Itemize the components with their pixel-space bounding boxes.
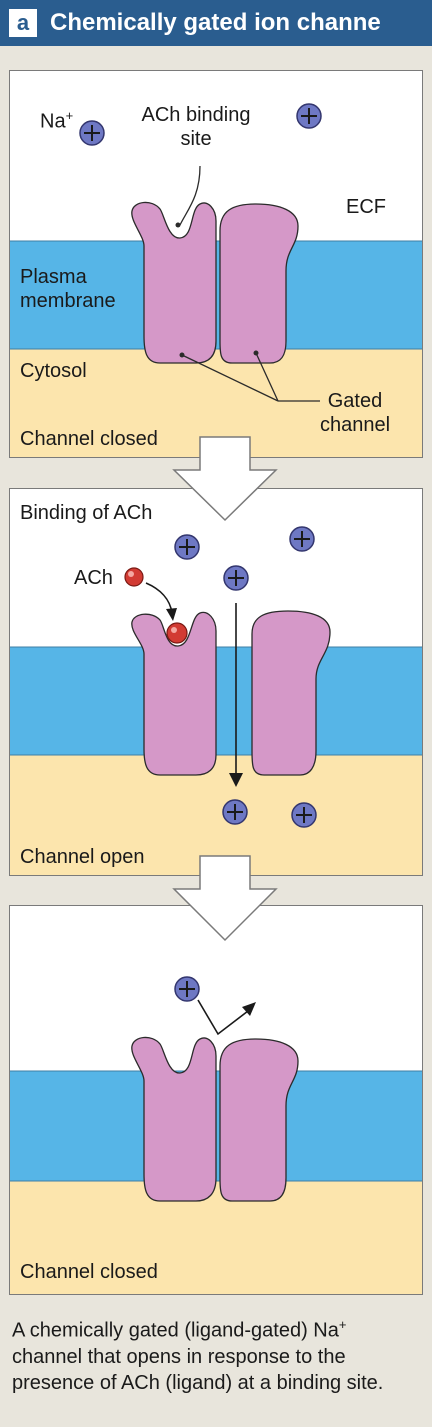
sodium-ion-1 [174, 976, 200, 1002]
sodium-ion-2 [296, 103, 322, 129]
panel-badge: a [9, 9, 37, 37]
channel-left-subunit [131, 611, 217, 776]
binding-of-ach-label: Binding of ACh [20, 502, 153, 524]
sodium-ion-5 [291, 802, 317, 828]
cytosol-label: Cytosol [20, 360, 87, 382]
sodium-ion-2 [289, 526, 315, 552]
header-bar: a Chemically gated ion channe [0, 0, 432, 46]
figure-caption: A chemically gated (ligand-gated) Na+ ch… [12, 1317, 384, 1394]
ach-molecule-free [124, 567, 144, 587]
state-label-closed-again: Channel closed [20, 1261, 158, 1283]
panel-3-diagram [10, 976, 422, 1294]
ecf-label: ECF [346, 196, 386, 218]
channel-right-subunit [219, 1038, 299, 1202]
na-label: Na+ [40, 108, 74, 133]
channel-left-subunit [131, 1036, 217, 1202]
panel-channel-reclosed: Channel closed [9, 905, 423, 1295]
channel-right-subunit [219, 203, 299, 364]
sodium-ion-1 [79, 120, 105, 146]
state-label-open: Channel open [20, 846, 145, 868]
panel-2-diagram [10, 526, 422, 875]
channel-left-subunit [131, 201, 217, 364]
sodium-ion-3 [223, 565, 249, 591]
panel-1-diagram [10, 103, 422, 457]
panel-channel-open: Binding of ACh ACh Channel open [9, 488, 423, 876]
state-label-closed: Channel closed [20, 428, 158, 450]
ach-molecule-bound [166, 622, 188, 644]
channel-right-subunit [251, 610, 331, 776]
cytosol-band [10, 755, 422, 875]
sodium-ion-4 [222, 799, 248, 825]
figure-title: Chemically gated ion channe [50, 9, 381, 36]
cytosol-band [10, 1181, 422, 1294]
sodium-ion-1 [174, 534, 200, 560]
ach-label: ACh [74, 567, 113, 589]
